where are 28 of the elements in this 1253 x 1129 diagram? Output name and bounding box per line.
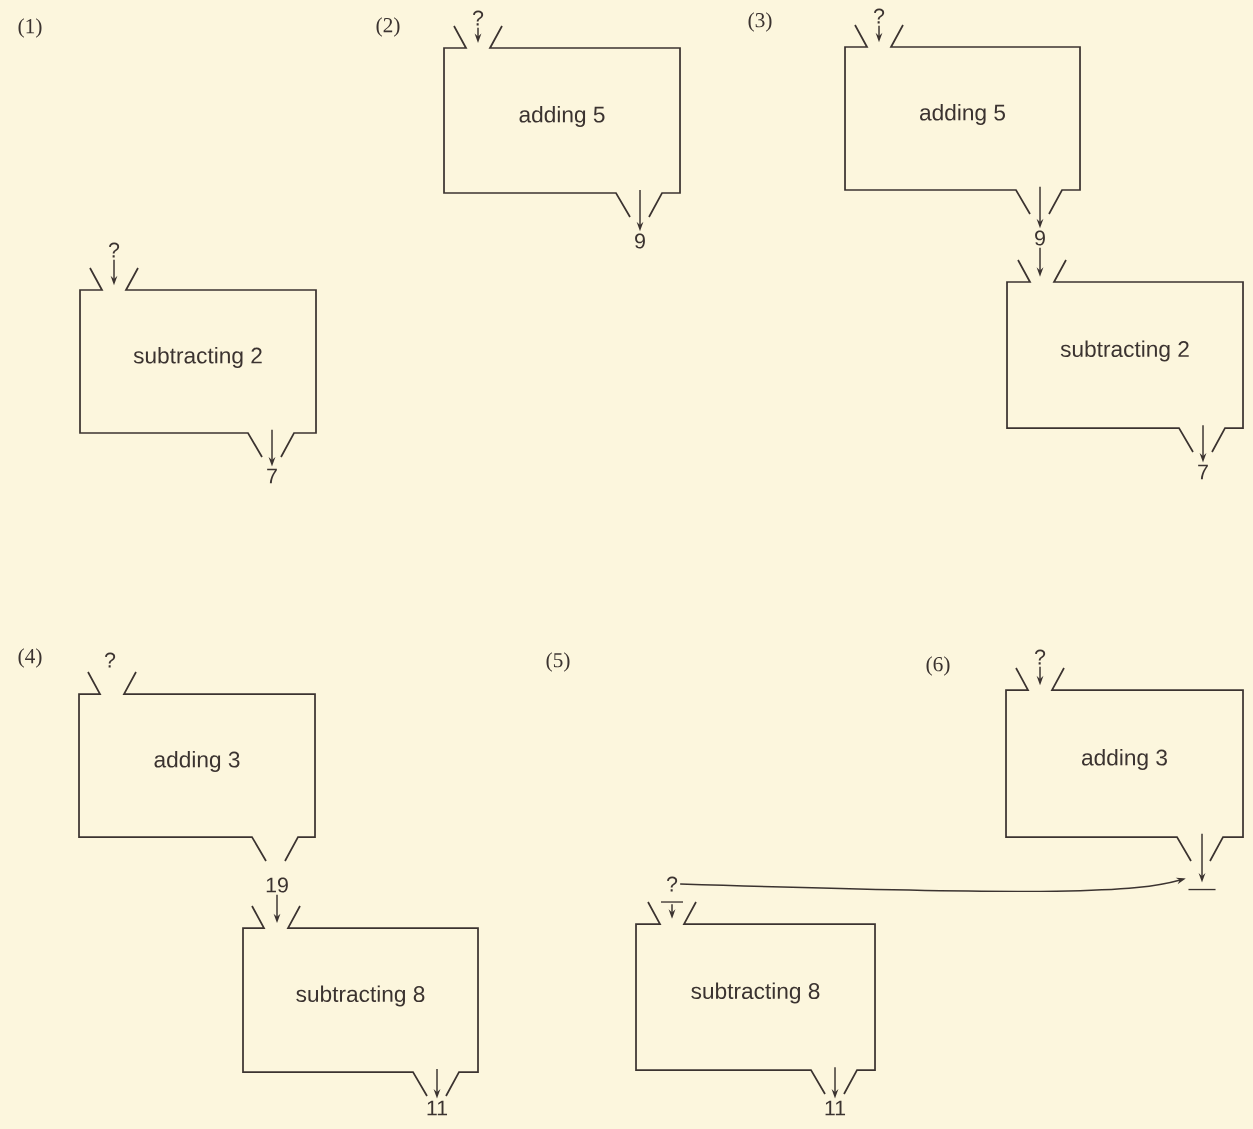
- machine-box: subtracting 8: [242, 905, 479, 1097]
- value-text: ?: [472, 10, 484, 26]
- panel-number: (5): [546, 652, 570, 672]
- value-text: 9: [1035, 230, 1045, 246]
- machine-box: adding 3: [1005, 667, 1244, 862]
- value-text: ?: [108, 242, 120, 258]
- panel-number: (4): [18, 648, 42, 668]
- value-text: 19: [266, 877, 288, 893]
- machine-box: adding 5: [844, 24, 1081, 215]
- panel-number: (1): [18, 18, 42, 38]
- machine-box: adding 3: [78, 671, 316, 862]
- value-text: ?: [104, 652, 116, 668]
- panel-number: (6): [926, 656, 950, 676]
- value-text: ?: [1034, 649, 1046, 665]
- machine-box: adding 5: [443, 25, 681, 218]
- value-text: 7: [267, 468, 277, 484]
- panel-number: (2): [376, 17, 400, 37]
- value-text: 9: [635, 233, 645, 249]
- value-text: 11: [427, 1100, 448, 1116]
- machine-box: subtracting 2: [79, 267, 317, 458]
- value-text: 7: [1198, 464, 1208, 480]
- machine-box: subtracting 8: [635, 901, 876, 1095]
- panel-number: (3): [748, 12, 772, 32]
- machine-box: subtracting 2: [1006, 259, 1244, 453]
- value-text: ?: [873, 8, 885, 24]
- value-text: 11: [825, 1100, 846, 1116]
- value-text: ?: [660, 876, 684, 903]
- blank-line: [1187, 888, 1217, 891]
